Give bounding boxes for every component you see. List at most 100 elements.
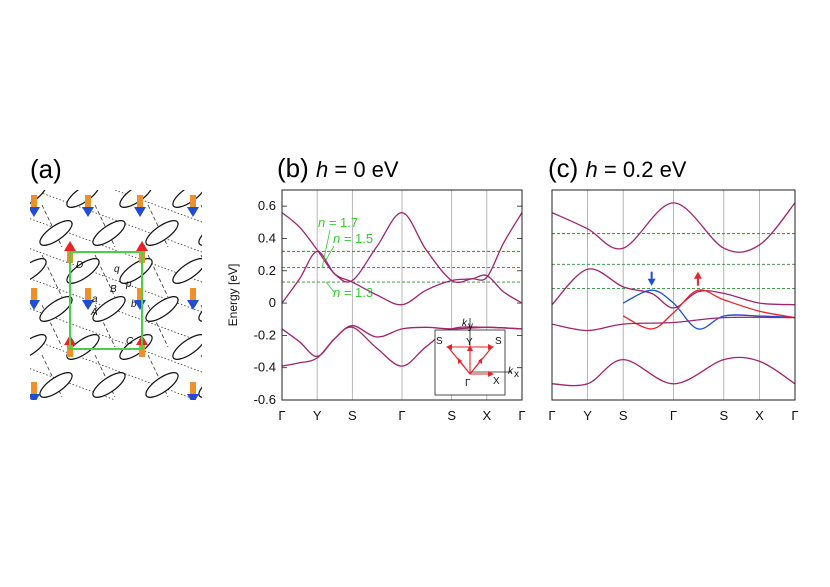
molecule — [198, 220, 202, 246]
bond-line — [42, 405, 62, 447]
bond-line — [95, 405, 115, 447]
bond-line — [20, 65, 210, 135]
panel-c-label-var: h — [586, 157, 598, 182]
bond-line — [200, 354, 202, 359]
site-label-q: q — [114, 264, 120, 275]
band-2 — [622, 289, 795, 330]
band-3 — [282, 326, 522, 367]
panel-a-label: (a) — [30, 154, 62, 184]
molecule — [30, 334, 47, 360]
svg-text:X: X — [493, 376, 500, 387]
molecule — [39, 296, 73, 322]
svg-text:Γ: Γ — [465, 378, 471, 389]
y-tick-label: 0.4 — [258, 230, 276, 245]
filling-label-1-3: n = 1.3 — [333, 285, 373, 300]
spin-down-icon — [82, 195, 94, 217]
band-1 — [552, 268, 795, 309]
y-tick-label: 0.6 — [258, 198, 276, 213]
site-label-a: a — [92, 294, 98, 305]
svg-text:k: k — [462, 318, 468, 329]
molecule — [198, 372, 202, 398]
x-tick-label-3: Γ — [670, 408, 677, 423]
bond-line — [30, 338, 198, 400]
svg-text:k: k — [508, 366, 514, 377]
site-label-D: D — [76, 260, 83, 271]
bond-line — [113, 190, 202, 223]
brillouin-zone-inset: k y Y S S Γ X k x — [434, 318, 519, 396]
y-tick-label: -0.6 — [254, 392, 276, 407]
x-tick-label-4: S — [719, 408, 728, 423]
y-tick-label: -0.4 — [254, 360, 276, 375]
filling-labels: n = 1.7 n = 1.5 n = 1.3 — [318, 215, 373, 300]
molecule — [66, 258, 100, 284]
x-tick-label-5: X — [755, 408, 764, 423]
site-label-A: A — [90, 307, 98, 318]
band-5 — [552, 356, 795, 387]
bond-line — [41, 354, 63, 398]
x-tick-label-1: Y — [313, 408, 322, 423]
svg-text:x: x — [514, 369, 519, 380]
spin-down-arrow — [647, 271, 656, 286]
molecule — [198, 296, 202, 322]
bond-line — [147, 204, 169, 248]
site-label-C: C — [126, 336, 134, 347]
bond-line — [20, 5, 210, 75]
bond-line — [30, 278, 202, 343]
y-tick-label: -0.2 — [254, 327, 276, 342]
spin-down-icon — [30, 382, 40, 400]
molecule — [92, 220, 126, 246]
panel-c-label: (c) h = 0.2 eV — [548, 153, 687, 183]
band-curves — [552, 202, 795, 387]
panel-b-label: (b) h = 0 eV — [277, 153, 399, 183]
x-tick-label-3: Γ — [398, 408, 405, 423]
x-tick-label-6: Γ — [791, 408, 798, 423]
filling-label-1-7: n = 1.7 — [318, 215, 358, 230]
filling-leader-line — [321, 229, 335, 293]
unit-cell-box — [69, 251, 143, 350]
bond-line — [148, 405, 168, 447]
site-label-B: B — [110, 284, 117, 295]
lattice-diagram: D q B p a A b C — [20, 5, 210, 447]
svg-text:y: y — [468, 321, 473, 332]
molecule — [172, 190, 202, 208]
y-tick-label: 0 — [269, 295, 276, 310]
x-tick-label-1: Y — [583, 408, 592, 423]
bond-line — [20, 35, 210, 105]
bond-line — [94, 354, 116, 398]
molecule — [92, 372, 126, 398]
molecule — [172, 258, 202, 284]
spin-down-icon — [187, 288, 199, 310]
x-tick-label-4: S — [447, 408, 456, 423]
spin-down-icon — [187, 382, 199, 400]
band-0 — [282, 211, 522, 283]
bond-line — [94, 204, 116, 248]
bond-line — [41, 204, 63, 248]
molecule — [172, 334, 202, 360]
x-tick-label-2: S — [348, 408, 357, 423]
bond-line — [200, 304, 202, 309]
molecule — [145, 296, 179, 322]
bond-line — [32, 190, 202, 253]
spin-down-icon — [82, 288, 94, 310]
molecule — [66, 334, 100, 360]
molecule — [119, 258, 153, 284]
molecule — [119, 334, 153, 360]
spin-down-icon — [187, 195, 199, 217]
spin-down-icon — [134, 195, 146, 217]
plot-frame — [281, 189, 523, 401]
x-tick-label-0: Γ — [548, 408, 555, 423]
bond-line — [200, 204, 202, 209]
molecule — [119, 190, 153, 208]
band-0 — [552, 202, 795, 253]
molecule — [145, 220, 179, 246]
spin-down-icon — [30, 195, 40, 217]
svg-text:S: S — [495, 336, 502, 347]
y-tick-label: 0.2 — [258, 263, 276, 278]
svg-text:S: S — [436, 336, 443, 347]
molecule — [30, 258, 47, 284]
plot-frame — [551, 189, 796, 401]
bond-line — [147, 354, 169, 398]
